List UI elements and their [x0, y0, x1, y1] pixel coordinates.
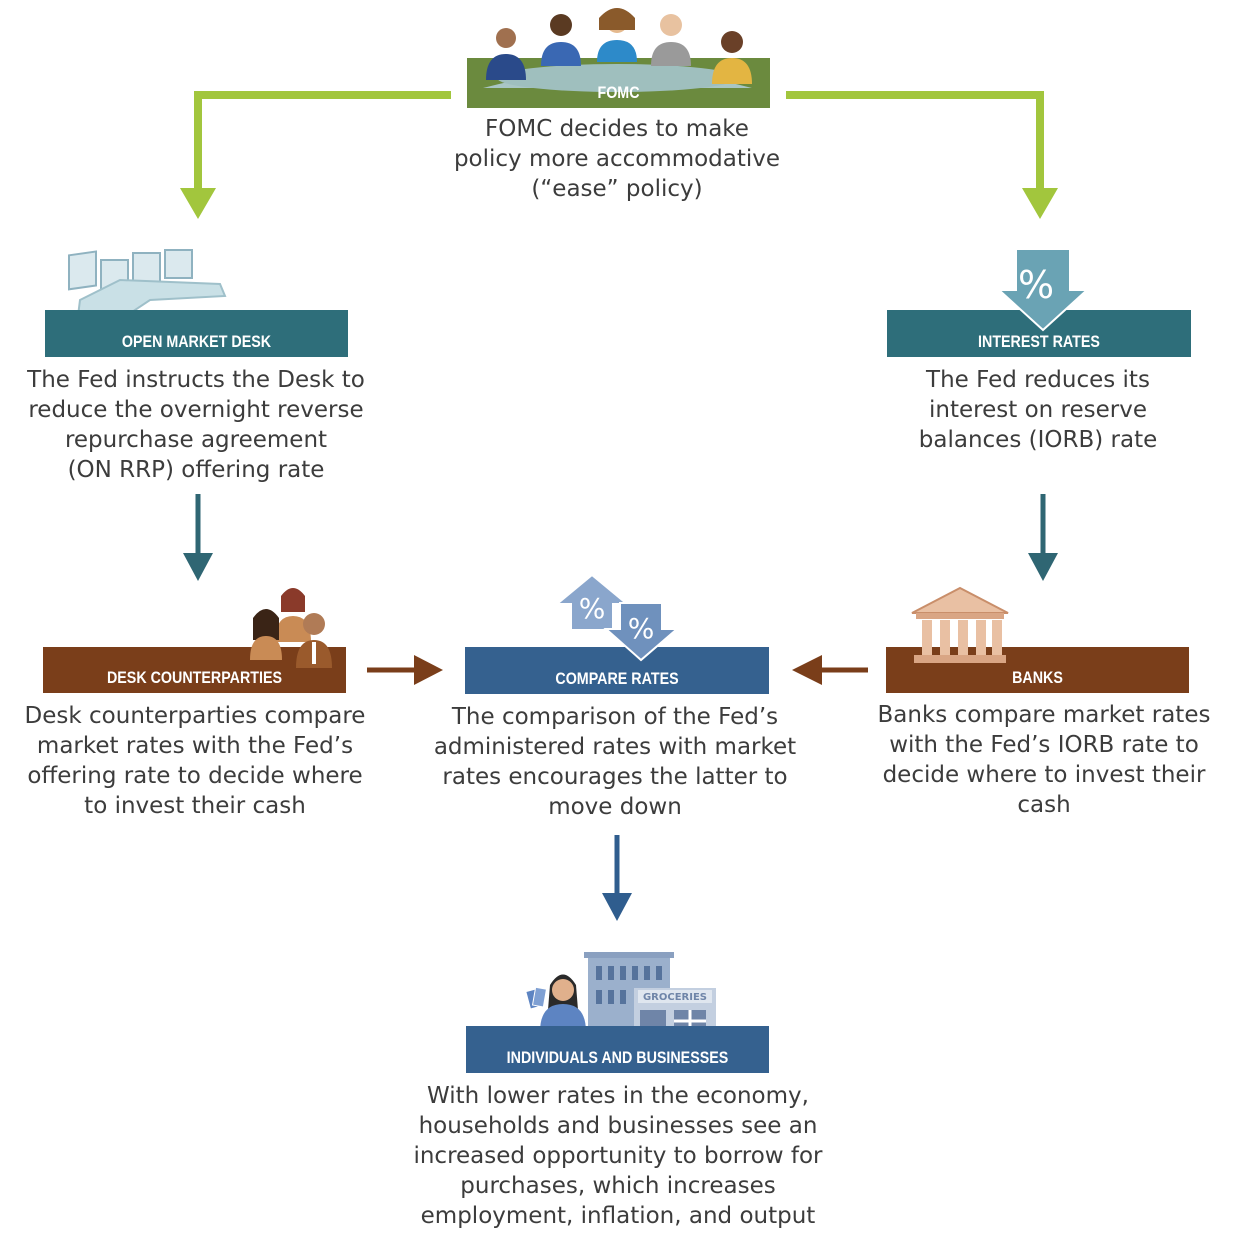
banks-label: BANKS — [1012, 668, 1063, 687]
fomc-to-desk-arrow — [194, 91, 451, 192]
fomc-label: FOMC — [597, 83, 640, 102]
rates-to-banks-arrowhead — [1028, 553, 1058, 581]
open-market-desk-description: The Fed instructs the Desk to reduce the… — [27, 367, 365, 483]
individuals-businesses-description: With lower rates in the economy, househo… — [413, 1083, 823, 1229]
banks-description: Banks compare market rates with the Fed’… — [877, 702, 1211, 818]
open-market-desk-label: OPEN MARKET DESK — [121, 332, 272, 351]
individuals-businesses-label: INDIVIDUALS AND BUSINESSES — [506, 1048, 729, 1067]
interest-rates-description: The Fed reduces its interest on reserve … — [918, 367, 1158, 453]
desk-to-counterparties-arrowhead — [183, 553, 213, 581]
fomc-description: FOMC decides to make policy more accommo… — [453, 116, 781, 202]
counterparties-to-compare-arrowhead — [414, 655, 443, 685]
desk-counterparties-description: Desk counterparties compare market rates… — [24, 703, 366, 819]
fomc-to-rates-arrow — [786, 91, 1044, 192]
compare-rates-label: COMPARE RATES — [555, 669, 679, 688]
compare-rates-description: The comparison of the Fed’s administered… — [433, 704, 797, 820]
interest-rates-label: INTEREST RATES — [978, 332, 1100, 351]
fomc-to-rates-arrowhead — [1022, 188, 1058, 219]
banks-to-compare-arrowhead — [792, 655, 822, 685]
desk-counterparties-label: DESK COUNTERPARTIES — [106, 668, 283, 687]
compare-to-individuals-arrowhead — [602, 893, 632, 921]
fomc-to-desk-arrowhead — [180, 188, 216, 219]
